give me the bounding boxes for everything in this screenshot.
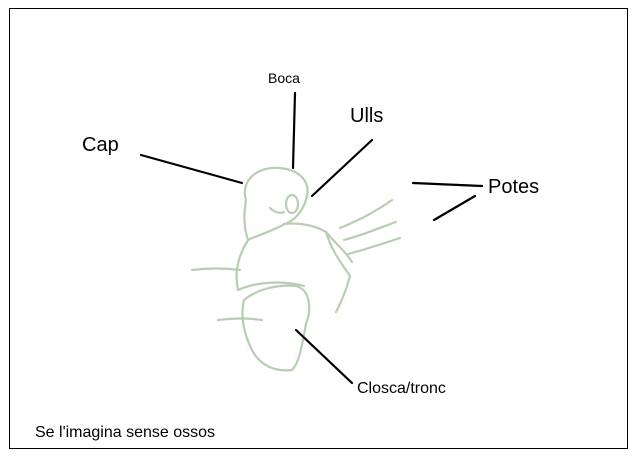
sketch-leg-2 — [344, 222, 396, 240]
label-cap: Cap — [82, 135, 119, 155]
sketch-carapace — [236, 232, 350, 312]
sketch-neck — [284, 223, 352, 262]
sketch-leg-1 — [340, 200, 392, 228]
label-potes: Potes — [488, 177, 539, 197]
turtle-sketch — [192, 168, 400, 371]
leader-line-potes-1 — [413, 183, 482, 186]
sketch-left-leg-1 — [192, 269, 240, 271]
caption: Se l'imagina sense ossos — [35, 425, 215, 441]
label-ulls: Ulls — [350, 106, 383, 126]
leader-line-boca — [293, 93, 295, 168]
sketch-mouth — [270, 208, 284, 213]
sketch-trunk — [242, 286, 309, 371]
label-closca-tronc: Closca/tronc — [357, 381, 446, 397]
leader-line-cap — [141, 155, 242, 183]
leader-line-ulls — [312, 140, 372, 196]
leader-line-potes-2 — [434, 196, 475, 220]
leader-lines — [141, 93, 482, 383]
label-boca: Boca — [268, 71, 300, 85]
sketch-eye — [286, 195, 298, 213]
sketch-leg-3 — [348, 238, 400, 254]
sketch-left-leg-2 — [218, 319, 262, 321]
leader-line-closca — [296, 330, 352, 383]
